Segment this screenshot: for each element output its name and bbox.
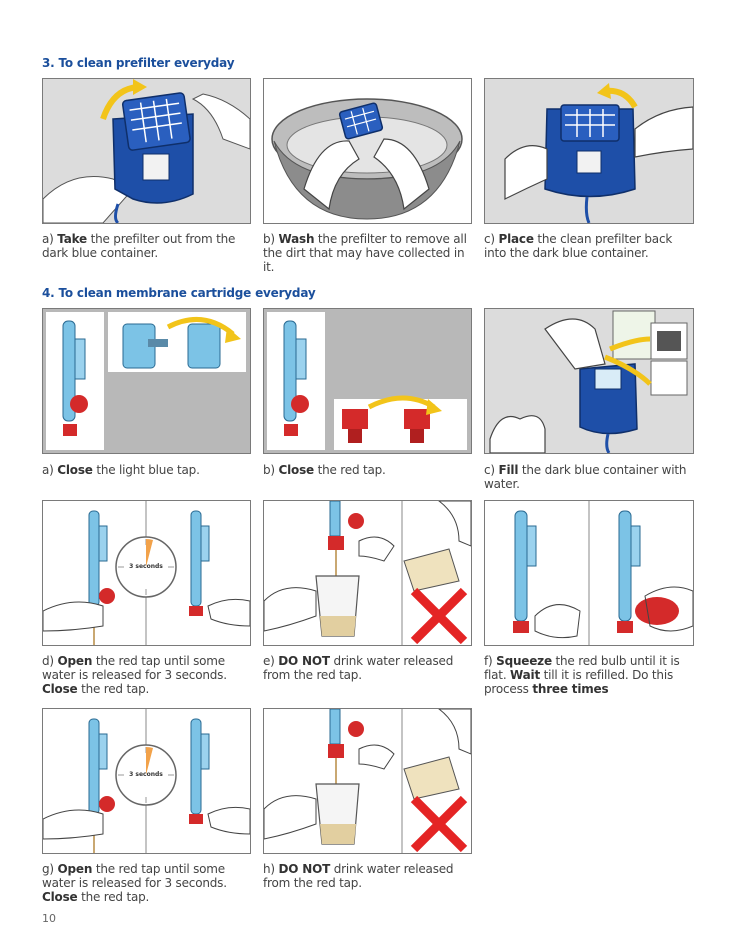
clock-label-d: 3 seconds xyxy=(129,563,163,570)
illustration-open-red-tap-3s: 3 seconds xyxy=(42,500,251,646)
caption-4e: e) DO NOT drink water released from the … xyxy=(263,654,454,682)
caption-4f: f) Squeeze the red bulb until it is flat… xyxy=(484,654,680,696)
illustration-open-red-tap-3s-repeat: 3 seconds xyxy=(42,708,251,854)
illustration-close-light-blue-tap xyxy=(42,308,251,454)
illustration-squeeze-red-bulb xyxy=(484,500,694,646)
illustration-fill-container xyxy=(484,308,694,454)
illustration-wash-prefilter xyxy=(263,78,472,224)
illustration-place-prefilter xyxy=(484,78,694,224)
section-title-membrane: 4. To clean membrane cartridge everyday xyxy=(42,286,316,300)
caption-3b: b) Wash the prefilter to remove all the … xyxy=(263,232,467,274)
caption-3a: a) Take the prefilter out from the dark … xyxy=(42,232,236,260)
illustration-do-not-drink-e xyxy=(263,500,472,646)
illustration-close-red-tap xyxy=(263,308,472,454)
page-number: 10 xyxy=(42,912,56,925)
clock-label-g: 3 seconds xyxy=(129,771,163,778)
caption-4d: d) Open the red tap until some water is … xyxy=(42,654,227,696)
illustration-do-not-drink-h xyxy=(263,708,472,854)
section-title-prefilter: 3. To clean prefilter everyday xyxy=(42,56,235,70)
caption-4a: a) Close the light blue tap. xyxy=(42,463,200,477)
caption-4g: g) Open the red tap until some water is … xyxy=(42,862,227,904)
caption-3c: c) Place the clean prefilter back into t… xyxy=(484,232,673,260)
caption-4h: h) DO NOT drink water released from the … xyxy=(263,862,454,890)
caption-4b: b) Close the red tap. xyxy=(263,463,386,477)
illustration-take-prefilter xyxy=(42,78,251,224)
caption-4c: c) Fill the dark blue container with wat… xyxy=(484,463,687,491)
